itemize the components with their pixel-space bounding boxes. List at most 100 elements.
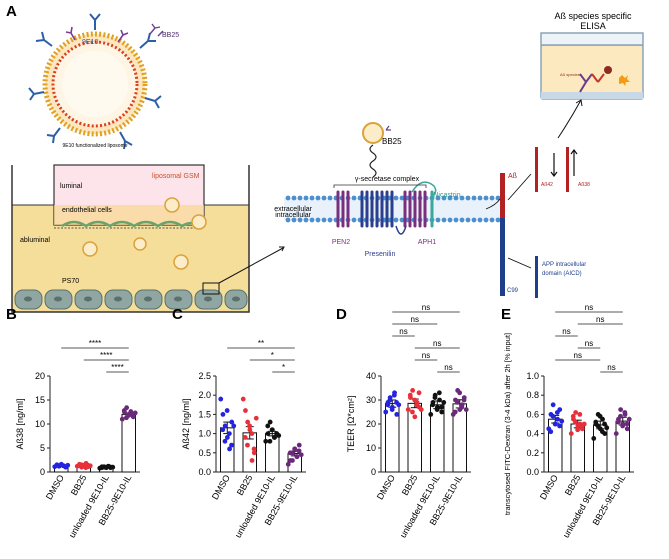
data-point xyxy=(267,438,273,444)
significance-label: **** xyxy=(89,339,101,348)
y-tick-label: 0.0 xyxy=(526,467,539,477)
y-tick-label: 0 xyxy=(40,467,45,477)
y-tick-label: 0 xyxy=(371,467,376,477)
data-point xyxy=(245,419,251,425)
data-point xyxy=(575,427,581,433)
data-point xyxy=(251,446,257,452)
liposomal-gsm-label: liposomal GSM xyxy=(152,173,200,180)
data-point xyxy=(463,407,469,412)
category-label: BB25 xyxy=(235,473,255,497)
y-tick-label: 2.5 xyxy=(198,371,211,381)
data-point xyxy=(389,407,395,412)
data-point xyxy=(461,397,467,403)
significance-label: **** xyxy=(111,363,123,372)
data-point xyxy=(229,419,235,425)
significance-label: ns xyxy=(444,363,452,372)
ab38-bar xyxy=(566,147,569,192)
panel-label-b: B xyxy=(6,306,17,323)
category-label: BB25 xyxy=(400,473,420,497)
data-point xyxy=(568,431,574,436)
data-point xyxy=(428,412,434,417)
y-tick-label: 5 xyxy=(40,443,45,453)
aicd-label-2: domain (AICD) xyxy=(542,271,582,277)
antibody-9e10-label: 9E10 xyxy=(82,39,98,46)
endothelial-cells-label: endothelial cells xyxy=(62,207,112,214)
data-point xyxy=(110,464,116,470)
significance-label: ns xyxy=(422,303,430,312)
data-point xyxy=(263,438,269,444)
data-point xyxy=(573,419,578,425)
data-point xyxy=(298,452,304,458)
panel-label-d: D xyxy=(336,306,347,323)
data-point xyxy=(218,396,224,402)
data-point xyxy=(269,427,275,433)
y-tick-label: 30 xyxy=(366,395,376,405)
y-tick-label: 40 xyxy=(366,371,376,381)
y-tick-label: 0.6 xyxy=(526,409,539,419)
y-tick-label: 1.0 xyxy=(526,371,539,381)
data-point xyxy=(296,448,302,454)
abeta-bar xyxy=(500,173,505,218)
significance-label: ns xyxy=(422,351,430,360)
significance-label: ns xyxy=(596,315,604,324)
arrow-to-abeta-products xyxy=(507,173,532,201)
bar-3 xyxy=(265,433,280,473)
gamma-secretase-label: γ-secretase complex xyxy=(355,176,420,183)
data-point xyxy=(412,397,418,403)
data-point xyxy=(245,442,250,448)
data-point xyxy=(459,404,465,410)
small-liposome-icon xyxy=(362,122,391,178)
significance-label: * xyxy=(271,351,274,360)
y-tick-label: 2.0 xyxy=(198,390,211,400)
data-point xyxy=(265,431,271,436)
data-point xyxy=(265,423,271,429)
category-label: DMSO xyxy=(44,473,66,501)
significance-label: ** xyxy=(258,339,264,348)
intracellular-label: intracellular xyxy=(275,212,311,219)
liposome-illustration xyxy=(28,13,162,150)
data-point xyxy=(439,404,444,410)
data-point xyxy=(624,421,630,427)
data-point xyxy=(290,458,295,463)
bb25-legend-label: BB25 xyxy=(162,32,179,39)
data-point xyxy=(624,426,630,432)
significance-label: ns xyxy=(585,339,593,348)
significance-label: * xyxy=(282,363,285,372)
elisa-title-line1: Aß species specific xyxy=(554,11,632,21)
data-point xyxy=(557,423,562,429)
data-point xyxy=(573,410,579,415)
data-point xyxy=(593,419,599,425)
y-tick-label: 1.5 xyxy=(198,409,211,419)
y-tick-label: 0.2 xyxy=(526,448,539,458)
data-point xyxy=(618,407,624,412)
abluminal-label: abluminal xyxy=(20,237,50,244)
data-point xyxy=(550,402,556,408)
elisa-illustration xyxy=(540,32,644,100)
data-point xyxy=(457,390,463,396)
bar-4 xyxy=(121,413,136,473)
ps70-label: PS70 xyxy=(62,278,79,285)
category-label: BB25 xyxy=(69,473,89,497)
data-point xyxy=(405,407,411,412)
zoom-pointer-line xyxy=(218,247,284,284)
data-point xyxy=(626,416,632,422)
gamma-secretase-bracket xyxy=(333,184,427,188)
category-label: DMSO xyxy=(538,473,560,501)
data-point xyxy=(222,438,228,444)
bar-2 xyxy=(407,402,422,473)
data-point xyxy=(432,395,438,400)
y-tick-label: 10 xyxy=(366,443,376,453)
category-label: BB25 xyxy=(563,473,583,497)
y-axis-label: Aß42 [ng/ml] xyxy=(181,398,191,449)
nicastrin-label: Nicastrin xyxy=(433,192,460,199)
y-axis-label: TEER [Ω*cm²] xyxy=(346,396,356,453)
data-point xyxy=(618,413,623,419)
y-tick-label: 20 xyxy=(35,371,45,381)
data-point xyxy=(550,413,556,419)
data-point xyxy=(224,408,230,413)
